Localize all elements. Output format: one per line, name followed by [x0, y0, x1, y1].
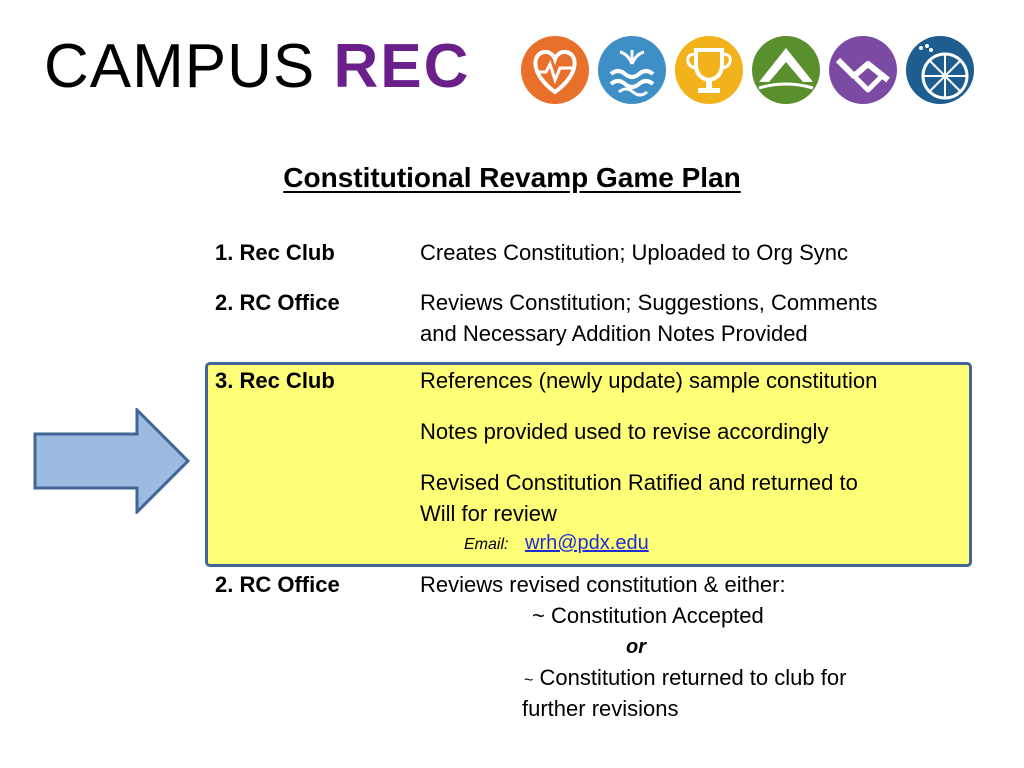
step4-or: or — [626, 636, 646, 658]
step2-label: 2. RC Office — [215, 290, 340, 315]
step4-label: 2. RC Office — [215, 572, 340, 597]
step3-label: 3. Rec Club — [215, 368, 335, 393]
step3-text-line4: Will for review — [420, 501, 557, 526]
heart-pulse-icon — [521, 36, 589, 104]
brand-accent-text: REC — [333, 32, 471, 101]
water-waves-icon — [598, 36, 666, 104]
step1-text: Creates Constitution; Uploaded to Org Sy… — [420, 240, 849, 265]
step4-option-accepted: ~ Constitution Accepted — [532, 603, 764, 628]
step4-option-returned-cont: further revisions — [522, 696, 679, 721]
step2-text-line1: Reviews Constitution; Suggestions, Comme… — [420, 290, 878, 315]
handshake-icon — [829, 36, 897, 104]
step3-text-line2: Notes provided used to revise accordingl… — [420, 419, 829, 444]
email-label: Email: — [464, 536, 509, 553]
step4-option-returned-text: Constitution returned to club for — [539, 665, 847, 690]
step3-text-line1: References (newly update) sample constit… — [420, 368, 878, 393]
trophy-icon — [675, 36, 743, 104]
email-link[interactable]: wrh@pdx.edu — [525, 532, 649, 554]
tilde-marker: ~ — [524, 672, 534, 689]
page-title: Constitutional Revamp Game Plan — [283, 162, 741, 193]
right-arrow-icon — [33, 408, 191, 514]
step3-text-line3: Revised Constitution Ratified and return… — [420, 470, 858, 495]
mountain-icon — [752, 36, 820, 104]
step1-label: 1. Rec Club — [215, 240, 335, 265]
step4-text-line1: Reviews revised constitution & either: — [420, 572, 786, 597]
current-step-highlight — [205, 362, 972, 567]
brand-main-text: CAMPUS — [44, 32, 316, 101]
bicycle-wheel-icon — [906, 36, 974, 104]
step4-option-returned: ~ Constitution returned to club for — [524, 662, 846, 696]
campus-rec-logo: CAMPUS REC — [44, 36, 470, 98]
program-icons — [521, 36, 974, 104]
step2-text-line2: and Necessary Addition Notes Provided — [420, 321, 808, 346]
